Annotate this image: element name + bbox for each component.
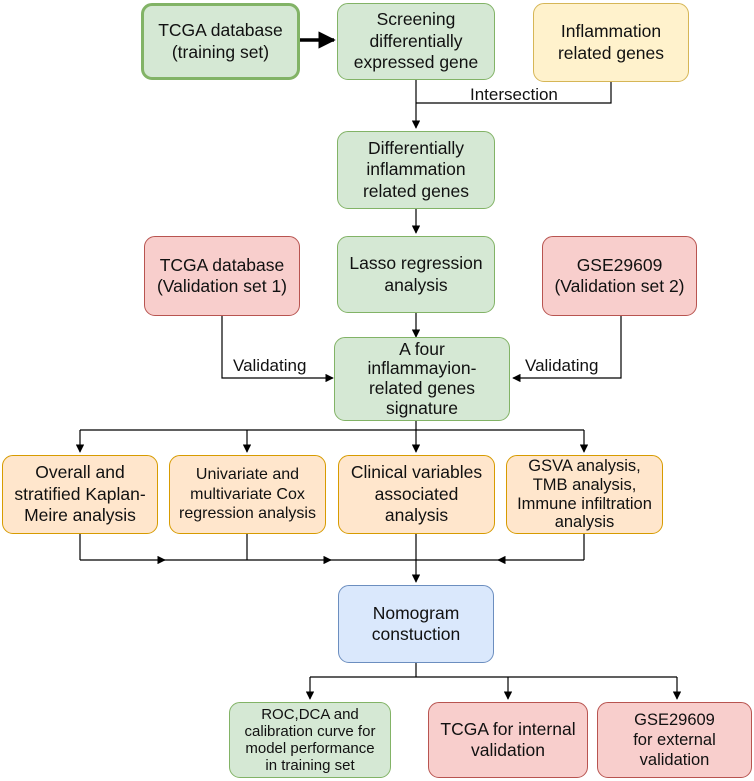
label-intersection: Intersection [470,85,558,104]
node-diff-inflammation: Differentially inflammation related gene… [337,131,495,209]
arrow-validation2-to-signature [512,316,622,383]
label-validating-right: Validating [525,356,599,375]
node-tcga-internal: TCGA for internal validation [428,702,588,778]
node-lasso: Lasso regression analysis [337,236,495,313]
node-gse-validation2: GSE29609 (Validation set 2) [542,236,697,316]
node-tcga-validation1: TCGA database (Validation set 1) [144,236,300,316]
node-gse-external: GSE29609 for external validation [597,702,752,778]
label-validating-left: Validating [233,356,307,375]
node-gsva-analysis: GSVA analysis, TMB analysis, Immune infi… [506,455,663,534]
node-inflammation-genes: Inflammation related genes [533,3,689,82]
node-km-analysis: Overall and stratified Kaplan- Meire ana… [2,455,158,534]
line-inflammation-intersection [416,82,612,104]
node-cox-analysis: Univariate and multivariate Cox regressi… [169,455,326,534]
node-signature: A four inflammayion- related genes signa… [334,337,510,421]
node-tcga-training: TCGA database (training set) [141,3,300,80]
node-screening: Screening differentially expressed gene [337,3,495,80]
node-roc-dca: ROC,DCA and calibration curve for model … [229,702,391,778]
node-clinical-analysis: Clinical variables associated analysis [338,455,495,534]
arrow-validation1-to-signature [221,316,334,383]
node-nomogram: Nomogram constuction [338,585,494,663]
